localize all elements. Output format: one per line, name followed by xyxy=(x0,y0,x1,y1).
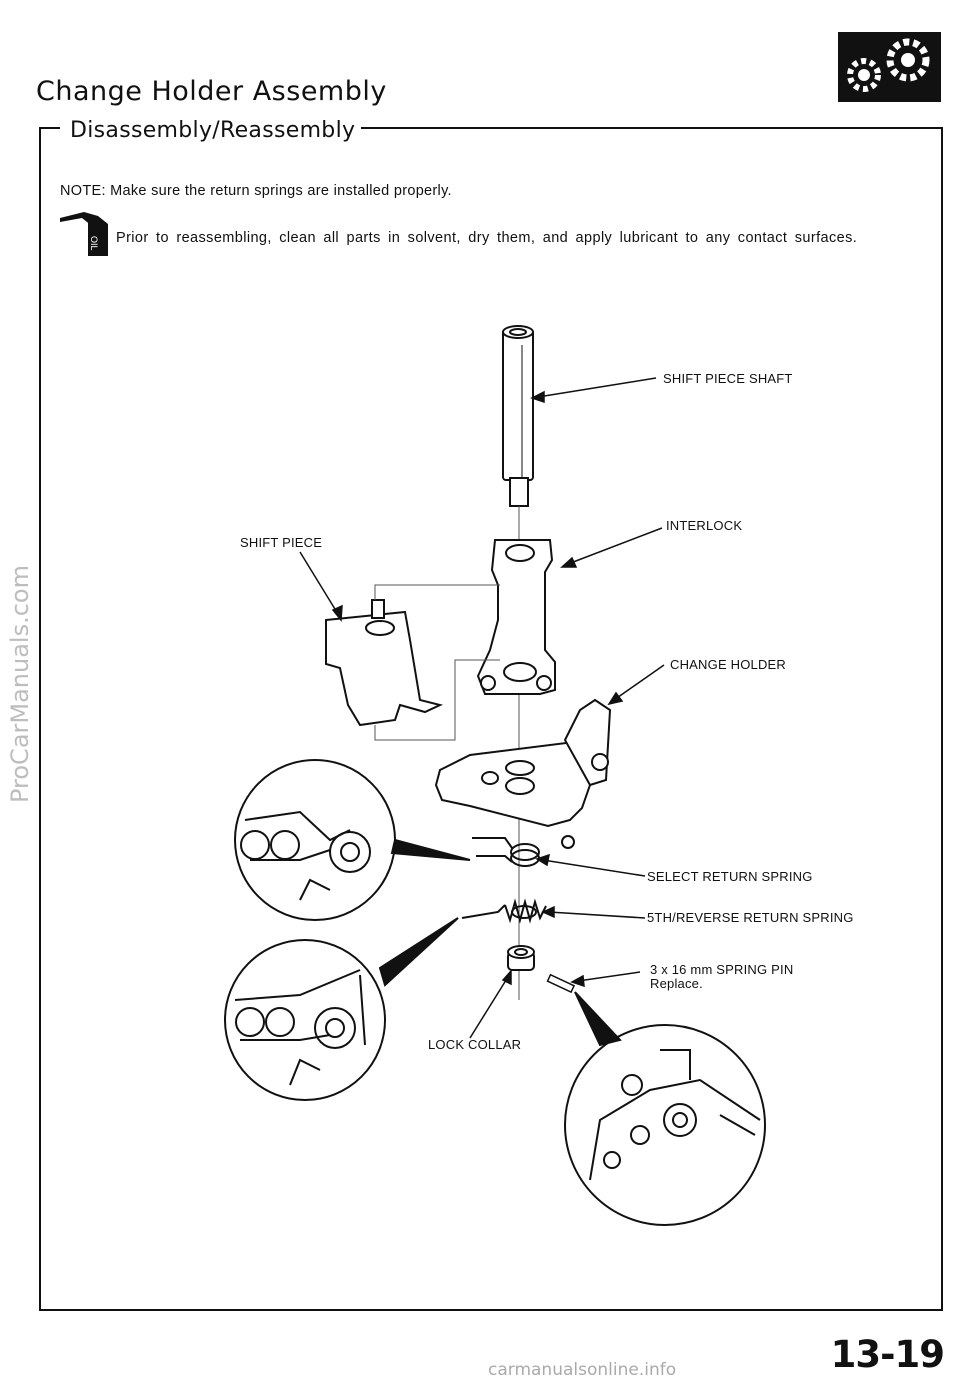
leader-lines xyxy=(299,377,665,1039)
gears-icon xyxy=(838,32,941,102)
shift-piece-alignment-lines xyxy=(374,584,500,741)
label-select-return-spring: SELECT RETURN SPRING xyxy=(647,869,813,884)
section-title: Disassembly/Reassembly xyxy=(64,118,362,143)
label-shift-piece-shaft: SHIFT PIECE SHAFT xyxy=(663,371,793,386)
lock-collar-drawing xyxy=(507,945,535,971)
footer-site-link[interactable]: carmanualsonline.info xyxy=(488,1360,677,1380)
page-number: 13-19 xyxy=(830,1333,945,1376)
label-change-holder: CHANGE HOLDER xyxy=(670,657,787,672)
interlock-drawing xyxy=(476,539,556,695)
lubrication-note: Prior to reassembling, clean all parts i… xyxy=(116,230,858,246)
spring-pin-drawing xyxy=(546,973,576,994)
label-spring-pin-replace: Replace. xyxy=(650,976,703,991)
note-text: NOTE: Make sure the return springs are i… xyxy=(60,183,452,199)
label-interlock: INTERLOCK xyxy=(666,518,743,533)
svg-text:OIL: OIL xyxy=(89,236,99,251)
change-holder-drawing xyxy=(434,698,612,849)
label-lock-collar: LOCK COLLAR xyxy=(428,1037,522,1052)
label-shift-piece: SHIFT PIECE xyxy=(240,535,323,550)
detail-circle-spring-pin xyxy=(564,991,766,1226)
shift-piece-shaft-drawing xyxy=(502,325,534,507)
oil-can-icon: OIL xyxy=(60,212,108,256)
fifth-reverse-spring-drawing xyxy=(461,898,547,924)
section-frame xyxy=(39,127,943,1311)
detail-circle-select-spring xyxy=(234,759,471,921)
label-spring-pin: 3 x 16 mm SPRING PIN xyxy=(650,962,794,977)
label-fifth-reverse-spring: 5TH/REVERSE RETURN SPRING xyxy=(647,910,854,925)
shift-piece-drawing xyxy=(325,599,443,727)
detail-circle-fifth-reverse-spring xyxy=(224,917,459,1101)
watermark: ProCarManuals.com xyxy=(6,565,34,804)
page-title: Change Holder Assembly xyxy=(36,76,387,107)
select-return-spring-drawing xyxy=(472,837,540,867)
